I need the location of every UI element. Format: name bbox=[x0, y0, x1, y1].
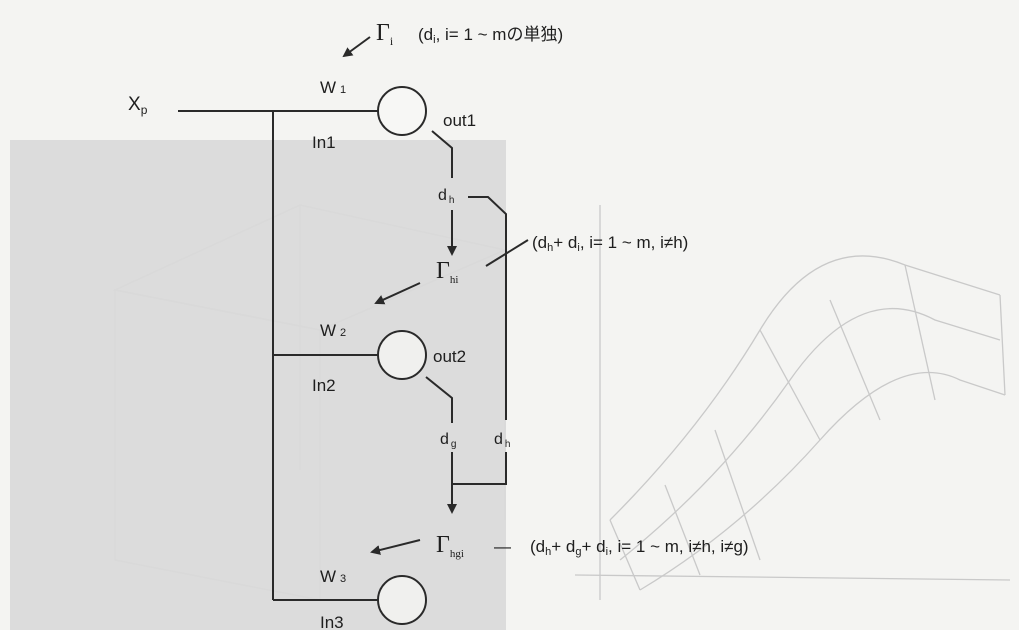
input-xp: Xp bbox=[128, 94, 148, 117]
gamma-2-condition: (dh+ di, i= 1 ~ m, i≠h) bbox=[532, 233, 688, 254]
input-label-3: In3 bbox=[320, 613, 344, 630]
gamma-2: Γhi bbox=[436, 258, 458, 286]
gamma-3-condition: (dh+ dg+ di, i= 1 ~ m, i≠h, i≠g) bbox=[530, 537, 749, 558]
background-graphic bbox=[10, 140, 1011, 630]
arrow-gamma1-to-w1 bbox=[342, 36, 371, 58]
output-label-1: out1 bbox=[443, 111, 476, 130]
gamma-3: Γhgi bbox=[436, 532, 464, 560]
gamma-2-leader bbox=[485, 239, 529, 267]
out1-line bbox=[431, 130, 453, 178]
gamma-1: Γi bbox=[376, 20, 394, 48]
arrow-gamma3-to-w3 bbox=[370, 539, 421, 555]
gamma-3-dash: — bbox=[494, 537, 511, 556]
dh-merge-line bbox=[452, 452, 507, 485]
neuron-2 bbox=[377, 330, 427, 380]
out2-line bbox=[425, 376, 453, 423]
output-label-2: out2 bbox=[433, 347, 466, 366]
input-label-1: In1 bbox=[312, 133, 336, 152]
neuron-1 bbox=[377, 86, 427, 136]
dh-bypass-line bbox=[468, 196, 507, 420]
arrow-gamma2-to-w2 bbox=[374, 282, 421, 305]
neuron-3 bbox=[377, 575, 427, 625]
svg-text:Xp: Xp bbox=[128, 94, 148, 117]
grey-panel bbox=[10, 140, 506, 630]
input-label-2: In2 bbox=[312, 376, 336, 395]
gamma-1-condition: (di, i= 1 ~ mの単独) bbox=[418, 25, 563, 46]
mesh-surface bbox=[574, 205, 1011, 600]
